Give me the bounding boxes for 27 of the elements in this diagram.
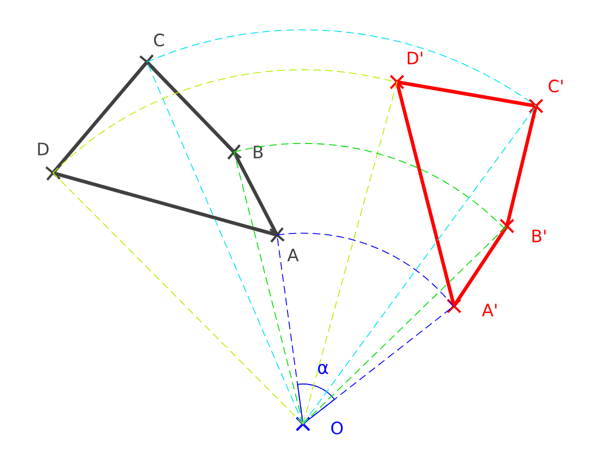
arc	[146, 30, 536, 106]
ray-line	[52, 172, 304, 424]
point-mark: A'	[446, 298, 497, 316]
point-mark: C'	[528, 80, 563, 114]
polygon-side	[51, 60, 149, 175]
point-mark: C	[139, 34, 164, 70]
ray-line	[302, 226, 508, 424]
polygon-side	[145, 60, 236, 154]
point-mark: B'	[500, 218, 546, 242]
angle-label: α	[318, 364, 328, 374]
polygon-side	[452, 224, 509, 308]
polygon-side	[395, 80, 538, 108]
ray-line	[302, 106, 536, 424]
point-mark: O	[296, 416, 343, 434]
point-mark: A	[269, 227, 299, 262]
ray-line	[302, 82, 398, 424]
arc	[234, 142, 505, 229]
polygon-side	[395, 80, 456, 308]
arc	[52, 69, 398, 174]
point-mark: D'	[390, 52, 422, 90]
ray-line	[146, 62, 304, 424]
point-mark: B	[226, 144, 263, 160]
arc	[276, 232, 454, 307]
polygon-side	[51, 171, 279, 237]
ray-line	[234, 152, 304, 424]
point-mark: D	[38, 142, 61, 181]
polygon-side	[232, 150, 279, 237]
